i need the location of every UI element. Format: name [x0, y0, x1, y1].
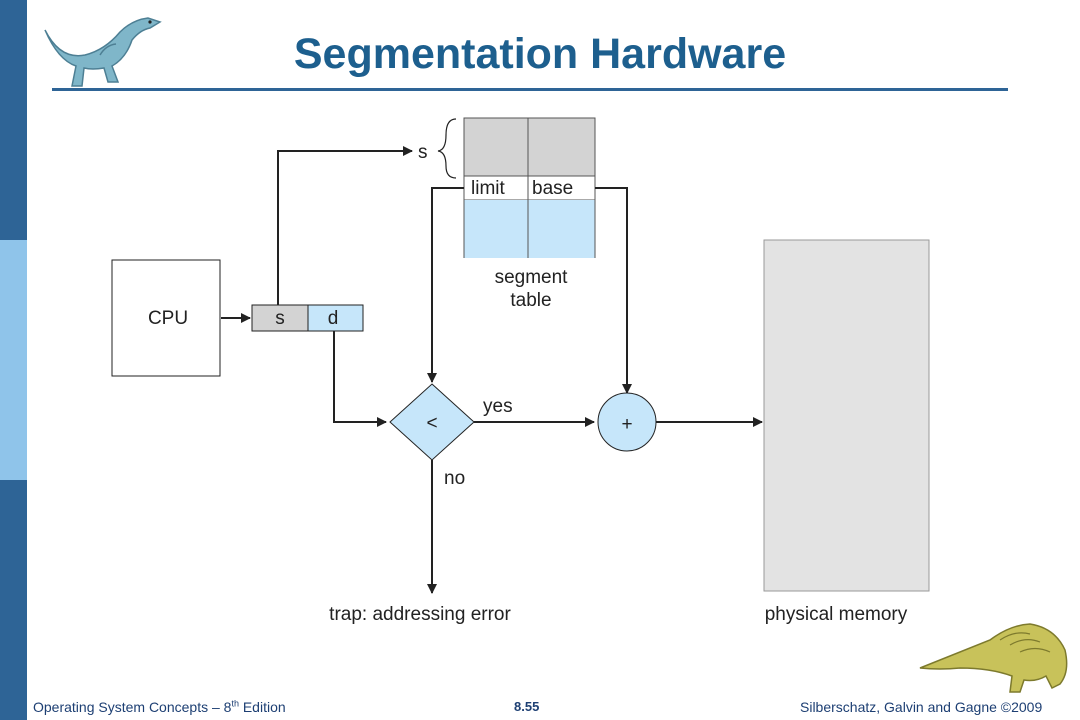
address-s-cell	[251, 304, 309, 332]
table-limit-label: limit	[471, 178, 505, 199]
physical-memory-box	[763, 239, 930, 592]
no-label: no	[444, 468, 465, 489]
trap-label: trap: addressing error	[329, 604, 511, 625]
footer-page-number: 8.55	[514, 699, 540, 714]
adder-symbol: +	[621, 414, 632, 435]
footer-book-prefix: Operating System Concepts – 8	[33, 699, 232, 715]
dinosaur-mascot-top-icon	[44, 17, 162, 87]
cpu-label: CPU	[148, 308, 188, 329]
d-to-compare-arrow	[333, 331, 387, 427]
left-sidebar-accent	[0, 240, 27, 480]
title-underline	[52, 88, 1008, 91]
selector-brace	[437, 118, 457, 179]
footer-book-title: Operating System Concepts – 8th Edition	[33, 699, 286, 715]
slide-title: Segmentation Hardware	[293, 30, 787, 78]
physical-memory-label: physical memory	[765, 604, 908, 625]
dinosaur-mascot-bottom-icon	[919, 623, 1068, 693]
address-d-cell	[307, 304, 364, 332]
footer-book-sup: th	[231, 698, 239, 709]
address-s-label: s	[275, 308, 285, 329]
segment-table-caption-line1: segment	[495, 267, 569, 288]
table-base-label: base	[532, 178, 573, 199]
compare-symbol: <	[426, 413, 437, 434]
s-to-table-arrow	[277, 146, 413, 305]
address-d-label: d	[328, 308, 339, 329]
yes-label: yes	[483, 396, 513, 417]
segment-table-caption-line2: table	[510, 290, 551, 311]
cpu-box	[111, 259, 221, 377]
limit-to-compare-arrow	[427, 187, 464, 383]
base-to-adder-arrow	[595, 187, 632, 394]
segment-table	[463, 117, 596, 258]
footer-copyright: Silberschatz, Galvin and Gagne ©2009	[800, 699, 1043, 715]
selector-s-label: s	[418, 142, 428, 163]
footer-book-suffix: Edition	[238, 699, 286, 715]
